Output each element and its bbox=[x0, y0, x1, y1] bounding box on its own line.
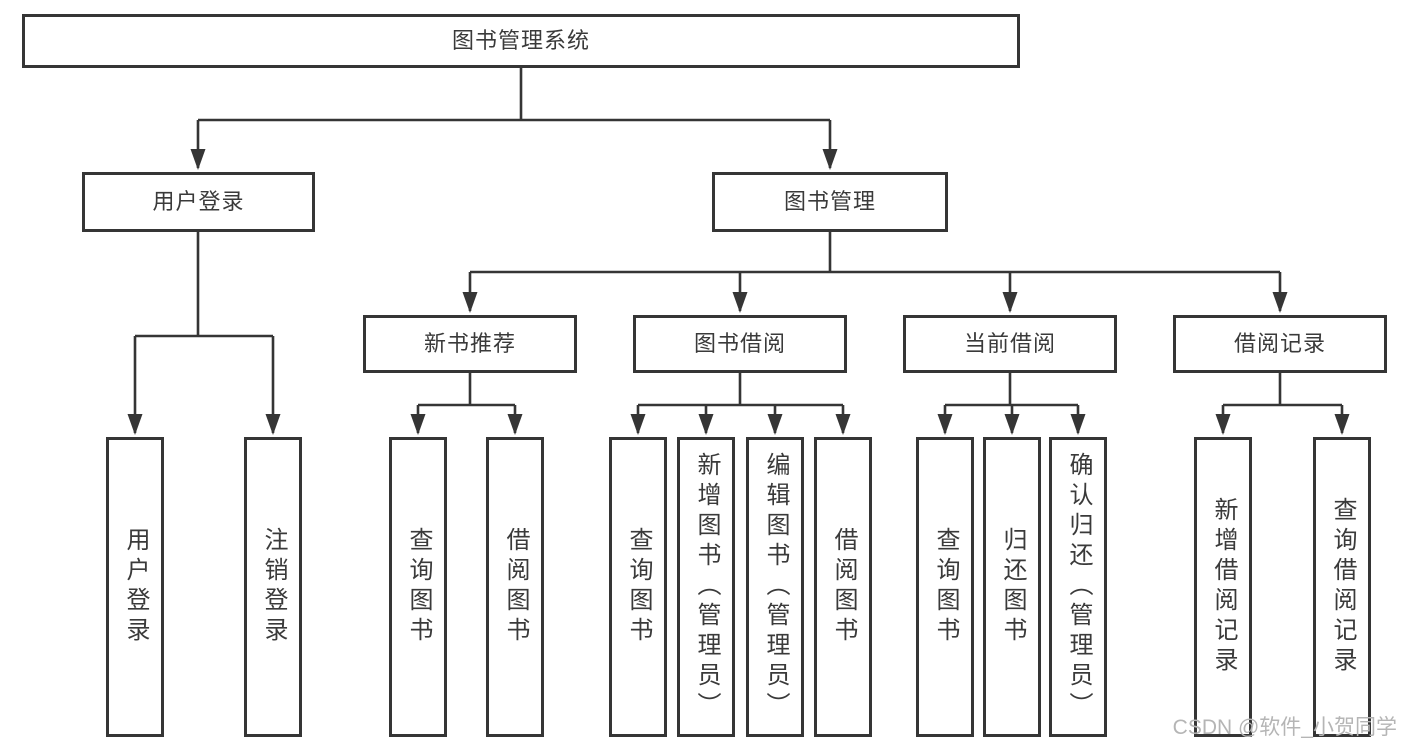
node-leaf-logout-label: 注销登录 bbox=[260, 527, 287, 647]
node-new-book-recommend: 新书推荐 bbox=[363, 315, 577, 373]
node-leaf-query-books-current-label: 查询图书 bbox=[932, 527, 959, 647]
node-leaf-query-books-borrow-label: 查询图书 bbox=[625, 527, 652, 647]
node-borrow-records: 借阅记录 bbox=[1173, 315, 1387, 373]
connector-user-login-trunk bbox=[135, 232, 273, 338]
node-current-borrowing-label: 当前借阅 bbox=[963, 331, 1056, 356]
node-current-borrowing: 当前借阅 bbox=[903, 315, 1117, 373]
node-borrow-records-label: 借阅记录 bbox=[1233, 331, 1326, 356]
node-leaf-add-borrow-record: 新增借阅记录 bbox=[1194, 437, 1252, 737]
node-user-login-label: 用户登录 bbox=[152, 189, 245, 214]
node-new-book-recommend-label: 新书推荐 bbox=[423, 331, 516, 356]
node-leaf-borrow-books-recommend: 借阅图书 bbox=[486, 437, 544, 737]
node-leaf-add-books-admin: 新增图书（管理员） bbox=[677, 437, 735, 737]
connector-book-mgmt-trunk bbox=[470, 232, 1280, 274]
node-leaf-user-login-label: 用户登录 bbox=[122, 527, 149, 647]
node-leaf-confirm-return-admin: 确认归还（管理员） bbox=[1049, 437, 1107, 737]
csdn-watermark: CSDN @软件_小贺同学 bbox=[1172, 716, 1397, 739]
node-leaf-edit-books-admin-label: 编辑图书（管理员） bbox=[762, 452, 789, 722]
node-book-management-label: 图书管理 bbox=[783, 189, 876, 214]
node-leaf-confirm-return-admin-label: 确认归还（管理员） bbox=[1065, 452, 1092, 722]
node-book-borrowing: 图书借阅 bbox=[633, 315, 847, 373]
node-leaf-add-books-admin-label: 新增图书（管理员） bbox=[693, 452, 720, 722]
connector-book-borrow-fan bbox=[638, 373, 843, 407]
node-book-management: 图书管理 bbox=[712, 172, 948, 232]
connector-current-borrow-fan bbox=[945, 373, 1078, 407]
node-root-system: 图书管理系统 bbox=[22, 14, 1020, 68]
node-leaf-query-books-recommend: 查询图书 bbox=[389, 437, 447, 737]
node-leaf-borrow-books: 借阅图书 bbox=[814, 437, 872, 737]
node-book-borrowing-label: 图书借阅 bbox=[693, 331, 786, 356]
node-leaf-return-books-label: 归还图书 bbox=[999, 527, 1026, 647]
node-leaf-edit-books-admin: 编辑图书（管理员） bbox=[746, 437, 804, 737]
connector-root-trunk bbox=[198, 68, 830, 122]
node-leaf-query-borrow-record-label: 查询借阅记录 bbox=[1329, 497, 1356, 677]
node-leaf-query-books-current: 查询图书 bbox=[916, 437, 974, 737]
node-leaf-return-books: 归还图书 bbox=[983, 437, 1041, 737]
connector-new-books-fan bbox=[418, 373, 515, 407]
node-leaf-query-borrow-record: 查询借阅记录 bbox=[1313, 437, 1371, 737]
node-leaf-add-borrow-record-label: 新增借阅记录 bbox=[1210, 497, 1237, 677]
node-user-login: 用户登录 bbox=[82, 172, 315, 232]
node-leaf-borrow-books-recommend-label: 借阅图书 bbox=[502, 527, 529, 647]
connector-borrow-records-fan bbox=[1223, 373, 1342, 407]
node-leaf-borrow-books-label: 借阅图书 bbox=[830, 527, 857, 647]
node-leaf-user-login: 用户登录 bbox=[106, 437, 164, 737]
node-root-label: 图书管理系统 bbox=[451, 28, 590, 53]
node-leaf-query-books-recommend-label: 查询图书 bbox=[405, 527, 432, 647]
node-leaf-logout: 注销登录 bbox=[244, 437, 302, 737]
node-leaf-query-books-borrow: 查询图书 bbox=[609, 437, 667, 737]
